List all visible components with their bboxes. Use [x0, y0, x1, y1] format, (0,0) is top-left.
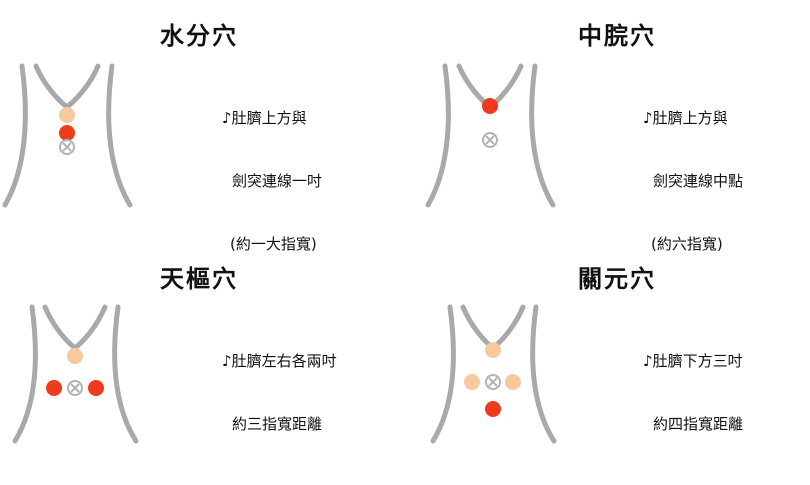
torso-left-outline — [12, 304, 38, 444]
acupoint-guanyuan-dot — [485, 401, 501, 417]
description-line: ♪肚臍上方與 — [643, 109, 728, 127]
torso-right-outline — [106, 63, 133, 208]
torso-right-outline — [112, 304, 139, 444]
panel-guanyuan: 關元穴 ♪肚臍下方三吋 約四指寬距離 — [405, 243, 810, 485]
description-line: (約六指寬) — [651, 235, 723, 253]
torso-left-outline — [2, 63, 28, 208]
torso-diagram — [12, 304, 139, 444]
acupoint-description: ♪肚臍左右各兩吋 約三指寬距離 — [222, 309, 337, 477]
torso-right-outline — [530, 304, 557, 444]
torso-diagram — [425, 63, 556, 208]
acupoint-light-dot — [464, 374, 480, 390]
navel-icon — [59, 139, 75, 155]
acupoint-light-dot — [59, 107, 75, 123]
acupoint-light-dot — [505, 374, 521, 390]
acupoint-description: ♪肚臍上方與 劍突連線一吋 (約一大指寬) — [222, 66, 322, 297]
panel-zhongwan: 中脘穴 ♪肚臍上方與 劍突連線中點 (約六指寬) — [405, 0, 810, 253]
rib-arch-outline — [460, 304, 526, 352]
description-line: 劍突連線中點 — [653, 172, 744, 190]
navel-icon — [485, 374, 501, 390]
panel-shuifen: 水分穴 ♪肚臍上方與 劍突連線一吋 (約一大指寬) — [0, 0, 405, 253]
navel-icon — [67, 380, 83, 396]
acupoint-description: ♪肚臍上方與 劍突連線中點 (約六指寬) — [643, 66, 743, 297]
navel-icon — [482, 132, 498, 148]
description-line: ♪肚臍上方與 — [222, 109, 307, 127]
description-line: ♪肚臍下方三吋 — [643, 352, 743, 370]
acupoint-description: ♪肚臍下方三吋 約四指寬距離 — [643, 309, 743, 477]
acupoint-title: 天樞穴 — [160, 265, 238, 293]
acupoint-zhongwan-dot — [482, 98, 498, 114]
acupoint-title: 關元穴 — [578, 265, 656, 293]
description-line: 約四指寬距離 — [653, 415, 744, 433]
description-line: (約一大指寬) — [230, 235, 317, 253]
description-line: ♪肚臍左右各兩吋 — [222, 352, 337, 370]
acupoint-light-dot — [67, 348, 83, 364]
acupoint-title: 水分穴 — [160, 22, 238, 50]
rib-arch-outline — [42, 304, 108, 352]
acupoint-title: 中脘穴 — [578, 22, 656, 50]
torso-left-outline — [425, 63, 451, 208]
rib-arch-outline — [33, 63, 101, 111]
torso-left-outline — [430, 304, 456, 444]
description-line: 劍突連線一吋 — [232, 172, 323, 190]
acupoint-tianshu-right-dot — [88, 380, 104, 396]
torso-diagram — [430, 304, 557, 444]
torso-right-outline — [529, 63, 556, 208]
acupoint-light-dot — [485, 342, 501, 358]
acupoint-tianshu-left-dot — [46, 380, 62, 396]
torso-diagram — [2, 63, 133, 208]
acupoint-shuifen-dot — [59, 125, 75, 141]
description-line: 約三指寬距離 — [232, 415, 323, 433]
panel-tianshu: 天樞穴 ♪肚臍左右各兩吋 約三指寬距離 — [0, 243, 405, 485]
